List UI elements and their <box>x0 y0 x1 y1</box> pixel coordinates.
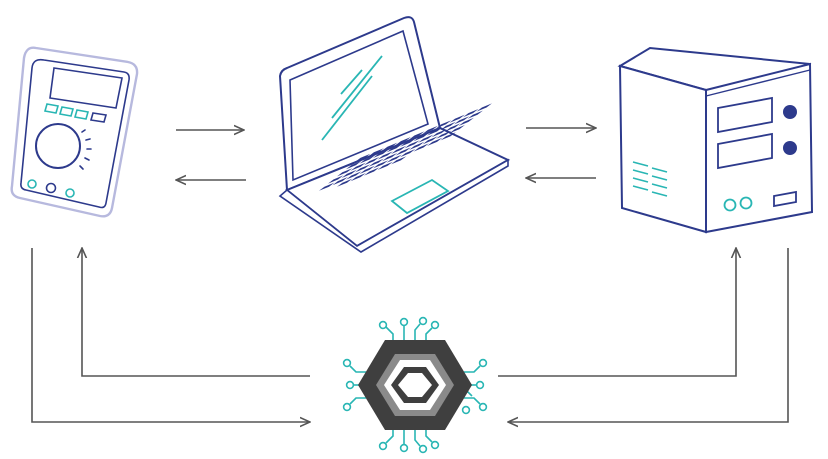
keyboard-key <box>476 103 492 112</box>
chip-lead <box>425 430 433 443</box>
keyboard-key <box>467 110 483 119</box>
chip-lead-pad <box>418 444 428 454</box>
keyboard-key <box>463 109 479 118</box>
chip-lead <box>464 397 481 405</box>
keyboard-key <box>377 161 393 170</box>
arrow-power-supply-to-chip <box>508 248 789 422</box>
arrow-chip-to-power-supply <box>498 248 736 377</box>
keyboard-key <box>440 132 456 141</box>
chip-lead-pad <box>378 320 388 330</box>
keyboard-key <box>346 161 362 170</box>
chip-lead <box>464 365 481 373</box>
keyboard-key <box>395 137 411 146</box>
chip-lead-pad <box>461 405 471 415</box>
chip-lead <box>385 326 394 340</box>
keyboard-key <box>328 175 344 184</box>
keyboard-key <box>427 137 443 146</box>
chip-lead <box>349 397 366 405</box>
keyboard-key <box>355 153 371 162</box>
chip-lead-pad <box>399 443 409 453</box>
chip-lead-pad <box>478 402 488 412</box>
power-supply-icon <box>617 46 814 234</box>
keyboard-key <box>319 182 335 191</box>
keyboard-key <box>395 147 411 156</box>
chip-lead <box>414 430 421 447</box>
keyboard-key <box>364 157 380 166</box>
keyboard-key <box>368 148 384 157</box>
keyboard-key <box>427 127 443 136</box>
keyboard-key <box>458 117 474 126</box>
chip-lead <box>385 430 394 444</box>
keyboard-key <box>422 125 438 134</box>
keyboard-key <box>350 173 366 182</box>
chip-lead-pad <box>418 316 428 326</box>
keyboard-key <box>341 169 357 178</box>
keyboard-key <box>413 133 429 142</box>
chip-lead-pad <box>342 358 352 368</box>
keyboard-key <box>332 177 348 186</box>
chip-lead-pad <box>478 358 488 368</box>
keyboard-key <box>382 142 398 151</box>
keyboard-key <box>350 162 366 171</box>
keyboard-key <box>373 160 389 169</box>
keyboard-key <box>436 130 452 139</box>
chip-lead <box>425 327 433 340</box>
keyboard-key <box>386 154 402 163</box>
chip-lead-pad <box>430 440 440 450</box>
keyboard-key <box>422 136 438 145</box>
keyboard-key <box>368 158 384 167</box>
chip-lead-pad <box>475 380 485 390</box>
keyboard-key <box>400 149 416 158</box>
laptop-icon <box>278 16 511 253</box>
keyboard-key <box>431 129 447 138</box>
arrow-chip-to-multimeter <box>82 248 310 377</box>
chip-lead-pad <box>345 380 355 390</box>
keyboard-key <box>449 125 465 134</box>
arrow-multimeter-to-chip <box>31 248 310 422</box>
keyboard-key <box>436 120 452 129</box>
keyboard-key <box>337 178 353 187</box>
keyboard-key <box>386 144 402 153</box>
keyboard-key <box>391 145 407 154</box>
keyboard-key <box>409 131 425 140</box>
keyboard-key <box>377 151 393 160</box>
keyboard-key <box>359 155 375 164</box>
keyboard-key <box>337 168 353 177</box>
keyboard-key <box>449 114 465 123</box>
microchip-icon <box>342 316 488 454</box>
multimeter-icon <box>10 46 139 218</box>
keyboard-key <box>382 153 398 162</box>
connection-arrows <box>31 128 789 422</box>
keyboard-key <box>413 143 429 152</box>
chip-lead-pad <box>378 441 388 451</box>
keyboard-key <box>454 116 470 125</box>
keyboard-key <box>346 171 362 180</box>
chip-lead-pad <box>399 317 409 327</box>
keyboard-key <box>373 149 389 158</box>
chip-lead <box>414 323 421 340</box>
keyboard-key <box>409 141 425 150</box>
keyboard-key <box>355 164 371 173</box>
chip-lead <box>349 365 366 373</box>
keyboard-key <box>440 121 456 130</box>
keyboard-key <box>418 134 434 143</box>
keyboard-key <box>404 140 420 149</box>
keyboard-key <box>400 138 416 147</box>
chip-lead-pad <box>430 320 440 330</box>
keyboard-key <box>391 156 407 165</box>
keyboard-key <box>364 167 380 176</box>
keyboard-key <box>445 123 461 132</box>
keyboard-key <box>359 165 375 174</box>
chip-lead-pad <box>342 402 352 412</box>
